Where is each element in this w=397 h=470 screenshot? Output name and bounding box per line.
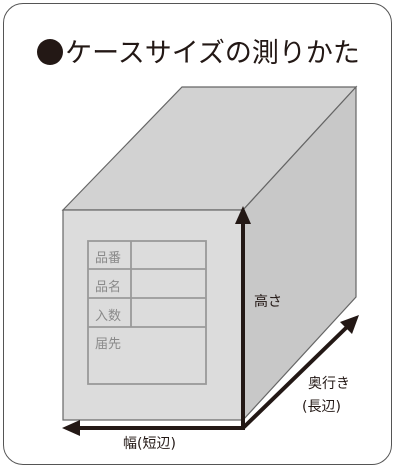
height-arrow xyxy=(235,206,251,428)
page-title: ケースサイズの測りかた xyxy=(0,36,397,72)
width-arrow xyxy=(62,420,245,436)
label-table-outline xyxy=(87,240,207,385)
box-front-face xyxy=(62,209,244,421)
depth-label: 奥行き xyxy=(308,375,350,392)
label-table-cell: 入数 xyxy=(95,309,121,324)
depth-arrow xyxy=(241,315,359,430)
shipping-label-table: 品番 品名 入数 届先 xyxy=(87,240,207,385)
depth-sublabel: (長辺) xyxy=(302,399,341,415)
title-text: ケースサイズの測りかた xyxy=(65,38,360,69)
label-table-cell: 品番 xyxy=(95,251,121,266)
label-table-cell: 届先 xyxy=(95,337,121,352)
height-label: 高さ xyxy=(254,293,282,310)
bullet-icon xyxy=(37,39,64,65)
label-table-cell: 品名 xyxy=(95,279,121,295)
width-label: 幅(短辺) xyxy=(123,436,176,452)
